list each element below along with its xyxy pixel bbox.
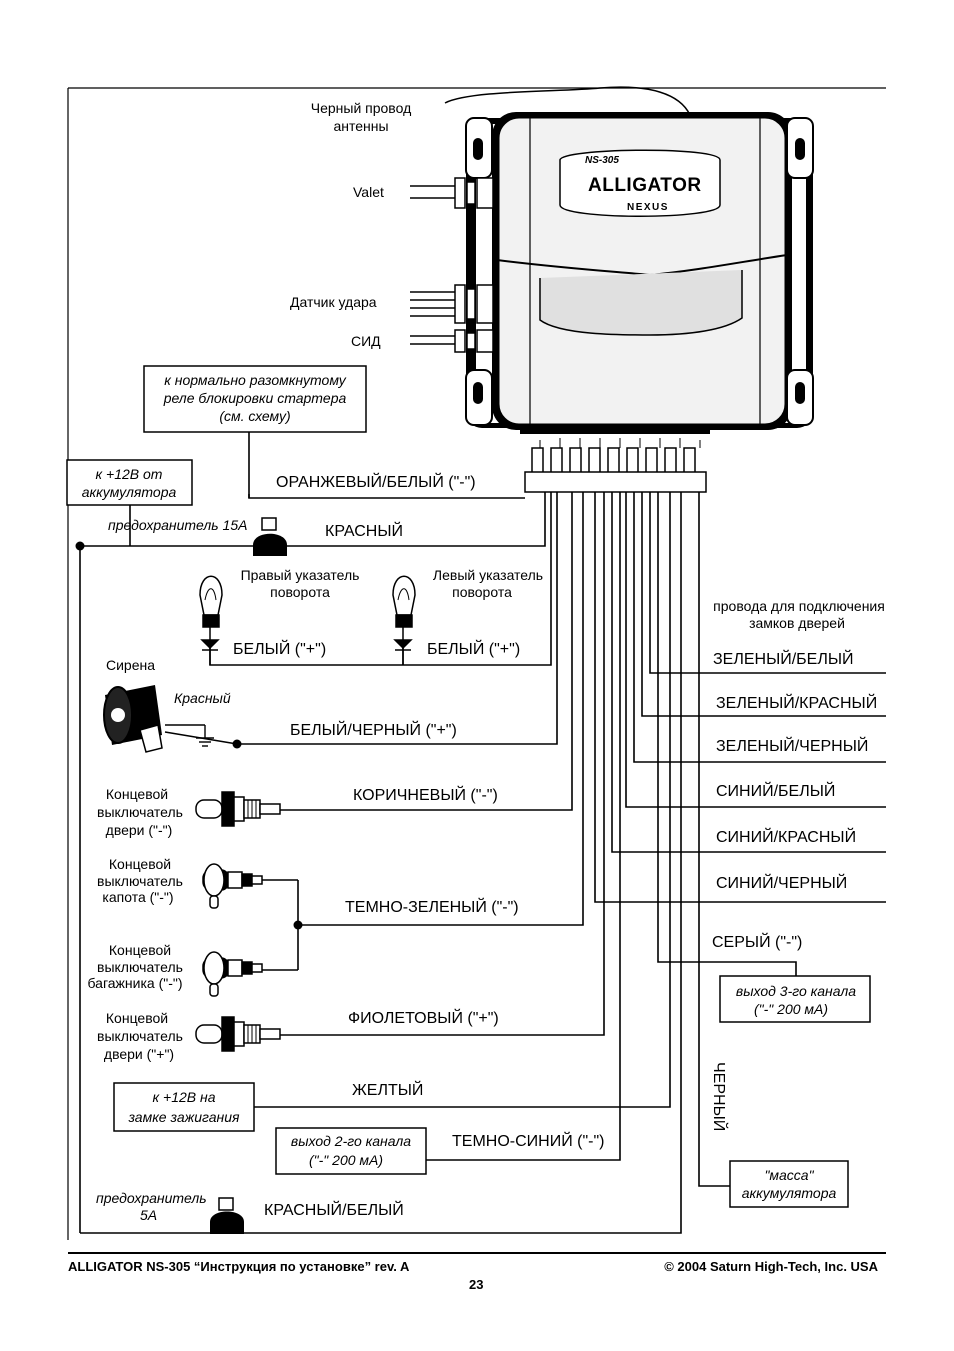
fuse-5a-label-1: предохранитель	[96, 1190, 207, 1206]
fuse-5a-label-2: 5А	[140, 1207, 157, 1223]
wire-green-red: ЗЕЛЕНЫЙ/КРАСНЫЙ	[716, 693, 877, 712]
trunk-switch-2: выключатель	[97, 959, 183, 975]
page-frame	[67, 87, 886, 1240]
hood-switch-3: капота ("-")	[102, 889, 173, 905]
battery-12v-note-1: к +12В от	[96, 466, 163, 482]
led-label: СИД	[351, 333, 381, 349]
left-turn-bulb	[392, 575, 416, 665]
wire-brown: КОРИЧНЕВЫЙ ("-")	[353, 785, 498, 804]
siren-label: Сирена	[106, 657, 155, 673]
right-turn-label-2: поворота	[270, 584, 330, 600]
starter-relay-note-2: реле блокировки стартера	[163, 390, 347, 406]
door-switch-minus-1: Концевой	[106, 786, 168, 802]
page-number: 23	[469, 1277, 484, 1292]
fuse-5a	[210, 1197, 244, 1234]
door-switch-plus-3: двери ("+")	[104, 1046, 174, 1062]
door-switch-plus	[195, 1016, 281, 1052]
wire-white-right: БЕЛЫЙ ("+")	[233, 639, 326, 658]
hood-switch-2: выключатель	[97, 873, 183, 889]
ignition-12v-1: к +12В на	[153, 1089, 216, 1105]
door-switch-minus-2: выключатель	[97, 804, 183, 820]
alarm-unit	[444, 86, 814, 434]
door-switch-plus-2: выключатель	[97, 1028, 183, 1044]
wire-gray: СЕРЫЙ ("-")	[712, 932, 802, 951]
junction-dots	[75, 541, 303, 930]
footer-left: ALLIGATOR NS-305 “Инструкция по установк…	[68, 1259, 410, 1274]
door-switch-minus	[195, 791, 281, 827]
logo-sub: NEXUS	[627, 202, 669, 213]
wire-white-left: БЕЛЫЙ ("+")	[427, 639, 520, 658]
note-boxes	[66, 365, 871, 1208]
valet-label: Valet	[353, 184, 384, 200]
wire-orange-white: ОРАНЖЕВЫЙ/БЕЛЫЙ ("-")	[276, 472, 476, 491]
footer-right: © 2004 Saturn High-Tech, Inc. USA	[664, 1259, 878, 1274]
left-turn-label-2: поворота	[452, 584, 512, 600]
antenna-label-1: Черный провод	[311, 100, 412, 116]
wire-white-black: БЕЛЫЙ/ЧЕРНЫЙ ("+")	[290, 720, 457, 739]
right-turn-label-1: Правый указатель	[241, 567, 360, 583]
trunk-switch-3: багажника ("-")	[87, 975, 182, 991]
wire-blue-red: СИНИЙ/КРАСНЫЙ	[716, 827, 856, 846]
wire-violet: ФИОЛЕТОВЫЙ ("+")	[348, 1008, 499, 1027]
left-turn-label-1: Левый указатель	[433, 567, 543, 583]
wire-dark-green: ТЕМНО-ЗЕЛЕНЫЙ ("-")	[345, 897, 519, 916]
trunk-switch-1: Концевой	[109, 942, 171, 958]
wire-green-black: ЗЕЛЕНЫЙ/ЧЕРНЫЙ	[716, 736, 868, 755]
wire-yellow: ЖЕЛТЫЙ	[352, 1080, 423, 1099]
wire-dark-blue: ТЕМНО-СИНИЙ ("-")	[452, 1131, 605, 1150]
ch3-out-2: ("-" 200 мА)	[754, 1001, 828, 1017]
fuse-15a-label: предохранитель 15А	[108, 517, 247, 533]
ground-note-2: аккумулятора	[742, 1185, 837, 1201]
logo-brand: ALLIGATOR	[588, 175, 702, 196]
battery-12v-note-2: аккумулятора	[82, 484, 177, 500]
door-lock-wires-1: провода для подключения	[713, 598, 885, 614]
door-switch-plus-1: Концевой	[106, 1010, 168, 1026]
shock-sensor-label: Датчик удара	[290, 294, 377, 310]
starter-relay-note-3: (см. схему)	[219, 408, 290, 424]
logo-model: NS-305	[585, 155, 619, 166]
ch3-out-1: выход 3-го канала	[736, 983, 856, 999]
fuse-15a	[253, 517, 287, 556]
harness-wires	[79, 432, 886, 1234]
wire-green-white: ЗЕЛЕНЫЙ/БЕЛЫЙ	[713, 649, 854, 668]
hood-switch	[202, 863, 263, 909]
ch2-out-1: выход 2-го канала	[291, 1133, 411, 1149]
ignition-12v-2: замке зажигания	[127, 1109, 240, 1125]
trunk-switch	[202, 951, 263, 997]
side-connectors	[410, 177, 494, 353]
door-lock-wires-2: замков дверей	[749, 615, 845, 631]
wire-blue-white: СИНИЙ/БЕЛЫЙ	[716, 781, 835, 800]
wire-red: КРАСНЫЙ	[325, 521, 403, 540]
hood-switch-1: Концевой	[109, 856, 171, 872]
ch2-out-2: ("-" 200 мА)	[309, 1152, 383, 1168]
siren-red-label: Красный	[174, 690, 231, 706]
right-turn-bulb	[199, 575, 223, 665]
wire-blue-black: СИНИЙ/ЧЕРНЫЙ	[716, 873, 847, 892]
siren	[103, 685, 238, 753]
door-switch-minus-3: двери ("-")	[106, 822, 173, 838]
antenna-label-2: антенны	[333, 118, 388, 134]
harness-connector	[524, 438, 707, 493]
starter-relay-note-1: к нормально разомкнутому	[164, 372, 347, 388]
ground-note-1: "масса"	[764, 1167, 814, 1183]
wire-red-white: КРАСНЫЙ/БЕЛЫЙ	[264, 1200, 404, 1219]
wire-black: ЧЕРНЫЙ	[710, 1062, 729, 1131]
